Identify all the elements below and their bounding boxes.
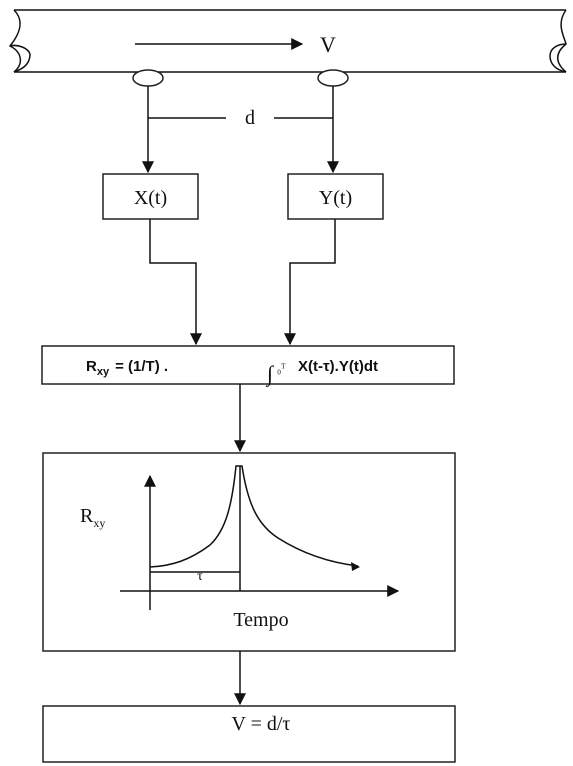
pipe: V: [8, 9, 567, 73]
integrand: X(t-τ).Y(t)dt: [298, 358, 378, 375]
signal-y-label: Y(t): [319, 187, 352, 209]
pipe-break-right: [549, 43, 567, 73]
signal-x-label: X(t): [134, 187, 167, 209]
sensor-left: [132, 69, 164, 87]
correlation-curve: [149, 465, 359, 568]
tau-label: τ: [197, 569, 203, 584]
correlation-formula: Rxy= (1/T) .: [86, 358, 168, 378]
plot-y-label: Rxy: [80, 505, 105, 530]
correlation-plot-box: Rxy τ Tempo: [42, 452, 456, 652]
sensor-right: [317, 69, 349, 87]
flow-velocity-label: V: [320, 32, 336, 57]
integral-limits: ₀ᵀ: [277, 361, 286, 375]
connector-y-to-correlator: [284, 219, 336, 346]
velocity-formula: V = d/τ: [232, 713, 291, 735]
pipe-break-left: [9, 44, 31, 73]
plot-x-label: Tempo: [233, 609, 288, 631]
correlator-box: Rxy= (1/T) . ∫ ₀ᵀ X(t-τ).Y(t)dt: [41, 345, 455, 387]
signal-box-y: Y(t): [287, 173, 384, 220]
velocity-result-box: V = d/τ: [42, 705, 456, 763]
signal-box-x: X(t): [102, 173, 199, 220]
sensor-spacing: d: [148, 107, 333, 129]
spacing-label: d: [245, 107, 255, 129]
integral-sign: ∫: [265, 361, 275, 387]
connector-x-to-correlator: [149, 219, 202, 346]
pipe-body: [8, 9, 567, 73]
curve-end-arrowhead: [351, 562, 360, 571]
